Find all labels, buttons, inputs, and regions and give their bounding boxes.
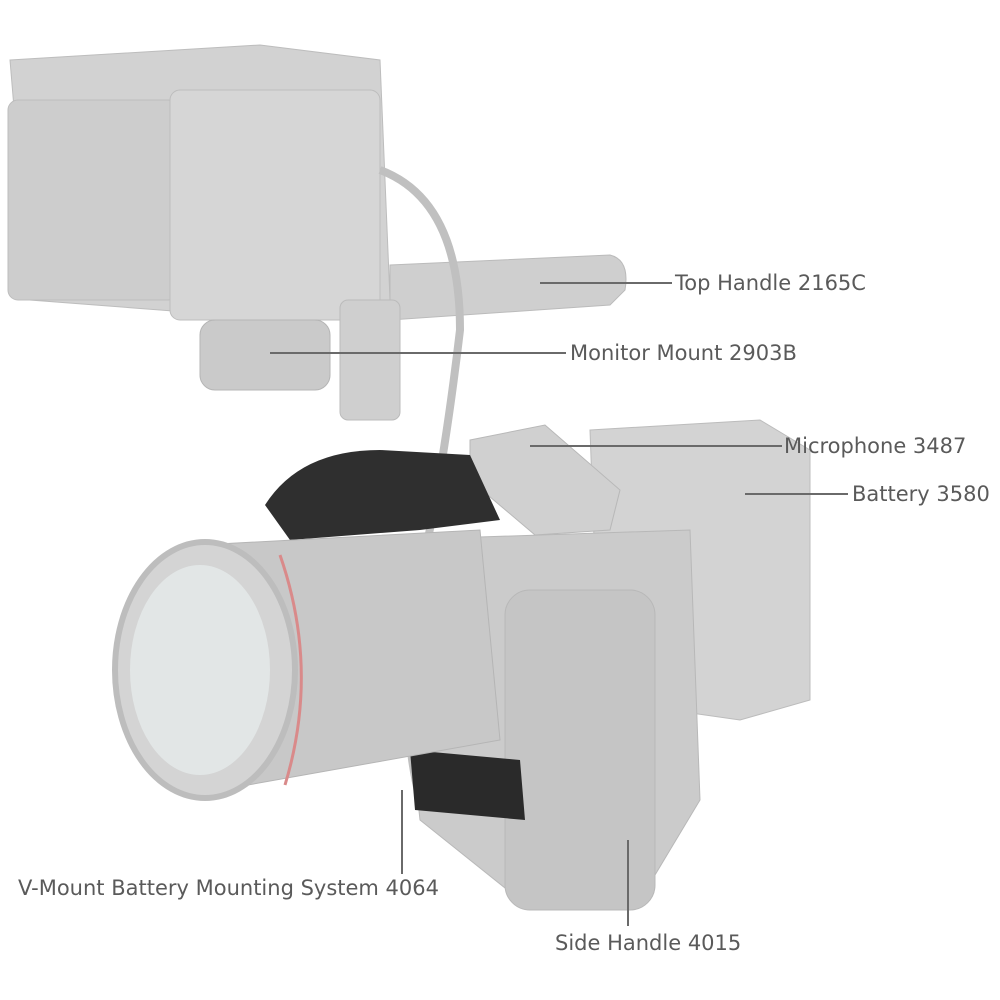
- lens: [112, 529, 501, 801]
- vmount-bracket: [410, 750, 525, 820]
- leader-lines: [270, 282, 848, 926]
- callout-vmount: V-Mount Battery Mounting System 4064: [18, 876, 440, 900]
- cage-top-bracket: [265, 450, 500, 540]
- callout-top-handle: Top Handle 2165C: [675, 271, 866, 295]
- callout-monitor-mount: Monitor Mount 2903B: [570, 341, 797, 365]
- monitor-mount: [199, 319, 331, 391]
- callout-microphone: Microphone 3487: [784, 434, 967, 458]
- callout-side-handle: Side Handle 4015: [555, 931, 742, 955]
- top-handle: [339, 254, 627, 421]
- monitor: [7, 44, 391, 321]
- callout-battery: Battery 3580: [852, 482, 990, 506]
